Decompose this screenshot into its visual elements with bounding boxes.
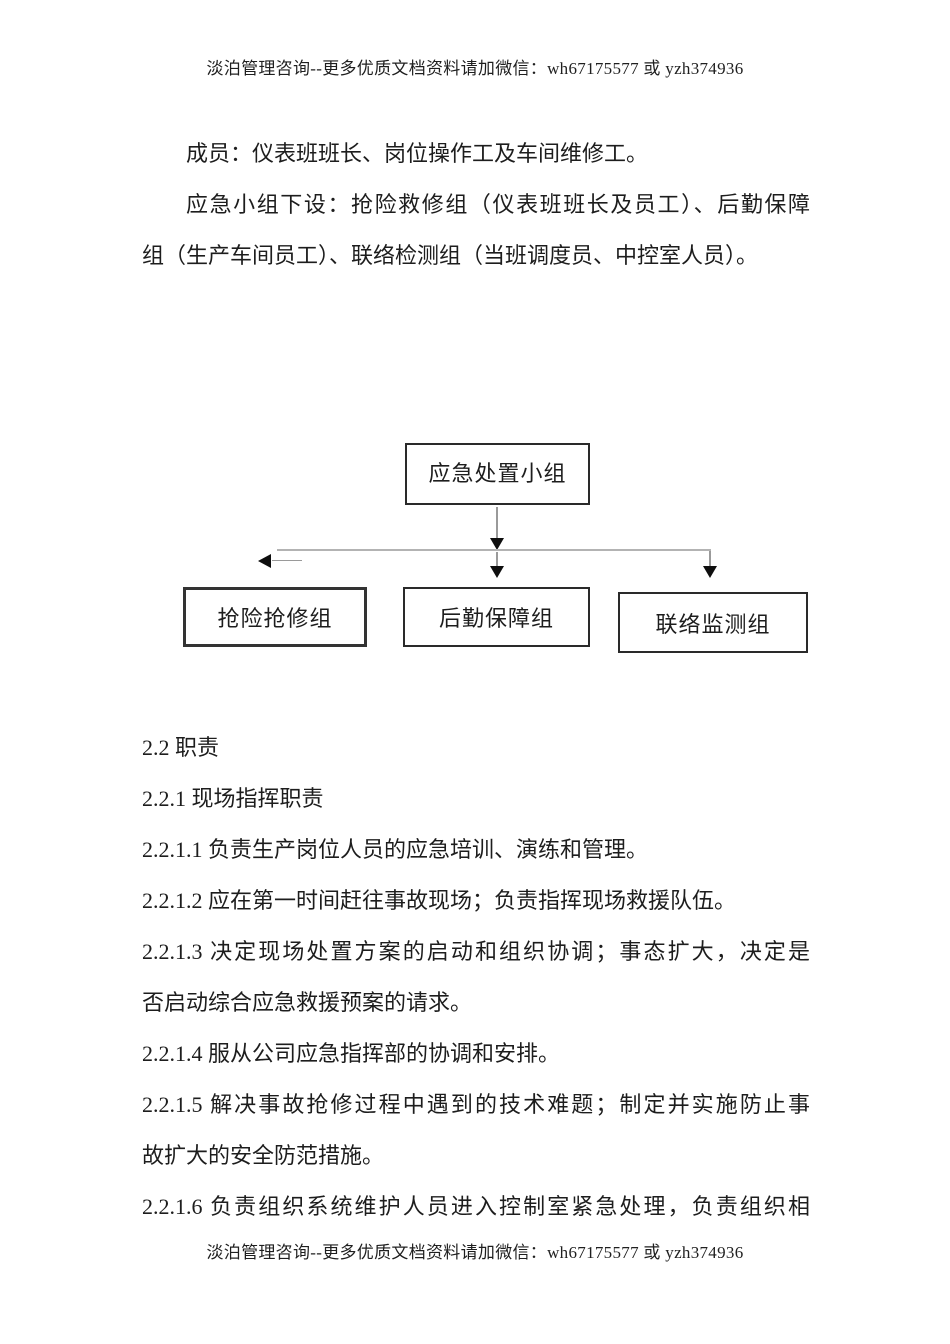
section-line: 2.2 职责 xyxy=(142,735,220,760)
arrow-left-icon xyxy=(258,554,271,568)
connector-vertical-top xyxy=(496,507,498,538)
arrow-down-icon xyxy=(703,566,717,578)
flowchart-child-box-liaison: 联络监测组 xyxy=(618,592,808,653)
arrow-down-icon xyxy=(490,566,504,578)
flowchart-child-label: 抢险抢修组 xyxy=(217,606,333,631)
intro-line: 成员：仪表班班长、岗位操作工及车间维修工。 xyxy=(186,141,649,166)
section-line: 2.2.1.3 决定现场处置方案的启动和组织协调；事态扩大，决定是 xyxy=(142,939,810,964)
connector-left-tail xyxy=(272,560,302,561)
intro-paragraphs: 成员：仪表班班长、岗位操作工及车间维修工。 应急小组下设：抢险救修组（仪表班班长… xyxy=(142,128,810,281)
connector-vertical-middle xyxy=(496,552,498,566)
page-header-watermark: 淡泊管理咨询--更多优质文档资料请加微信：wh67175577 或 yzh374… xyxy=(206,59,744,78)
flowchart-root-label: 应急处置小组 xyxy=(428,461,567,486)
arrow-down-icon xyxy=(490,538,504,550)
section-line: 否启动综合应急救援预案的请求。 xyxy=(142,990,473,1015)
section-line: 2.2.1.6 负责组织系统维护人员进入控制室紧急处理，负责组织相 xyxy=(142,1194,810,1219)
section-line: 故扩大的安全防范措施。 xyxy=(142,1143,385,1168)
section-line: 2.2.1.4 服从公司应急指挥部的协调和安排。 xyxy=(142,1041,561,1066)
intro-line: 组（生产车间员工）、联络检测组（当班调度员、中控室人员）。 xyxy=(142,243,759,268)
duty-sections: 2.2 职责 2.2.1 现场指挥职责 2.2.1.1 负责生产岗位人员的应急培… xyxy=(142,722,810,1232)
flowchart-child-label: 后勤保障组 xyxy=(438,606,554,631)
page-footer-watermark: 淡泊管理咨询--更多优质文档资料请加微信：wh67175577 或 yzh374… xyxy=(206,1243,744,1262)
connector-vertical-right xyxy=(709,551,711,566)
flowchart-child-label: 联络监测组 xyxy=(655,611,771,637)
section-line: 2.2.1.2 应在第一时间赶往事故现场；负责指挥现场救援队伍。 xyxy=(142,888,737,913)
flowchart-root-box: 应急处置小组 xyxy=(405,443,590,505)
section-line: 2.2.1 现场指挥职责 xyxy=(142,786,324,811)
section-line: 2.2.1.1 负责生产岗位人员的应急培训、演练和管理。 xyxy=(142,837,649,862)
intro-line: 应急小组下设：抢险救修组（仪表班班长及员工）、后勤保障 xyxy=(186,192,810,217)
connector-horizontal xyxy=(277,549,711,551)
section-line: 2.2.1.5 解决事故抢修过程中遇到的技术难题；制定并实施防止事 xyxy=(142,1092,810,1117)
flowchart-child-box-rescue: 抢险抢修组 xyxy=(183,587,367,647)
org-flowchart: 应急处置小组 抢险抢修组 后勤保障组 联络监测组 xyxy=(183,443,808,653)
flowchart-child-box-logistics: 后勤保障组 xyxy=(403,587,590,647)
